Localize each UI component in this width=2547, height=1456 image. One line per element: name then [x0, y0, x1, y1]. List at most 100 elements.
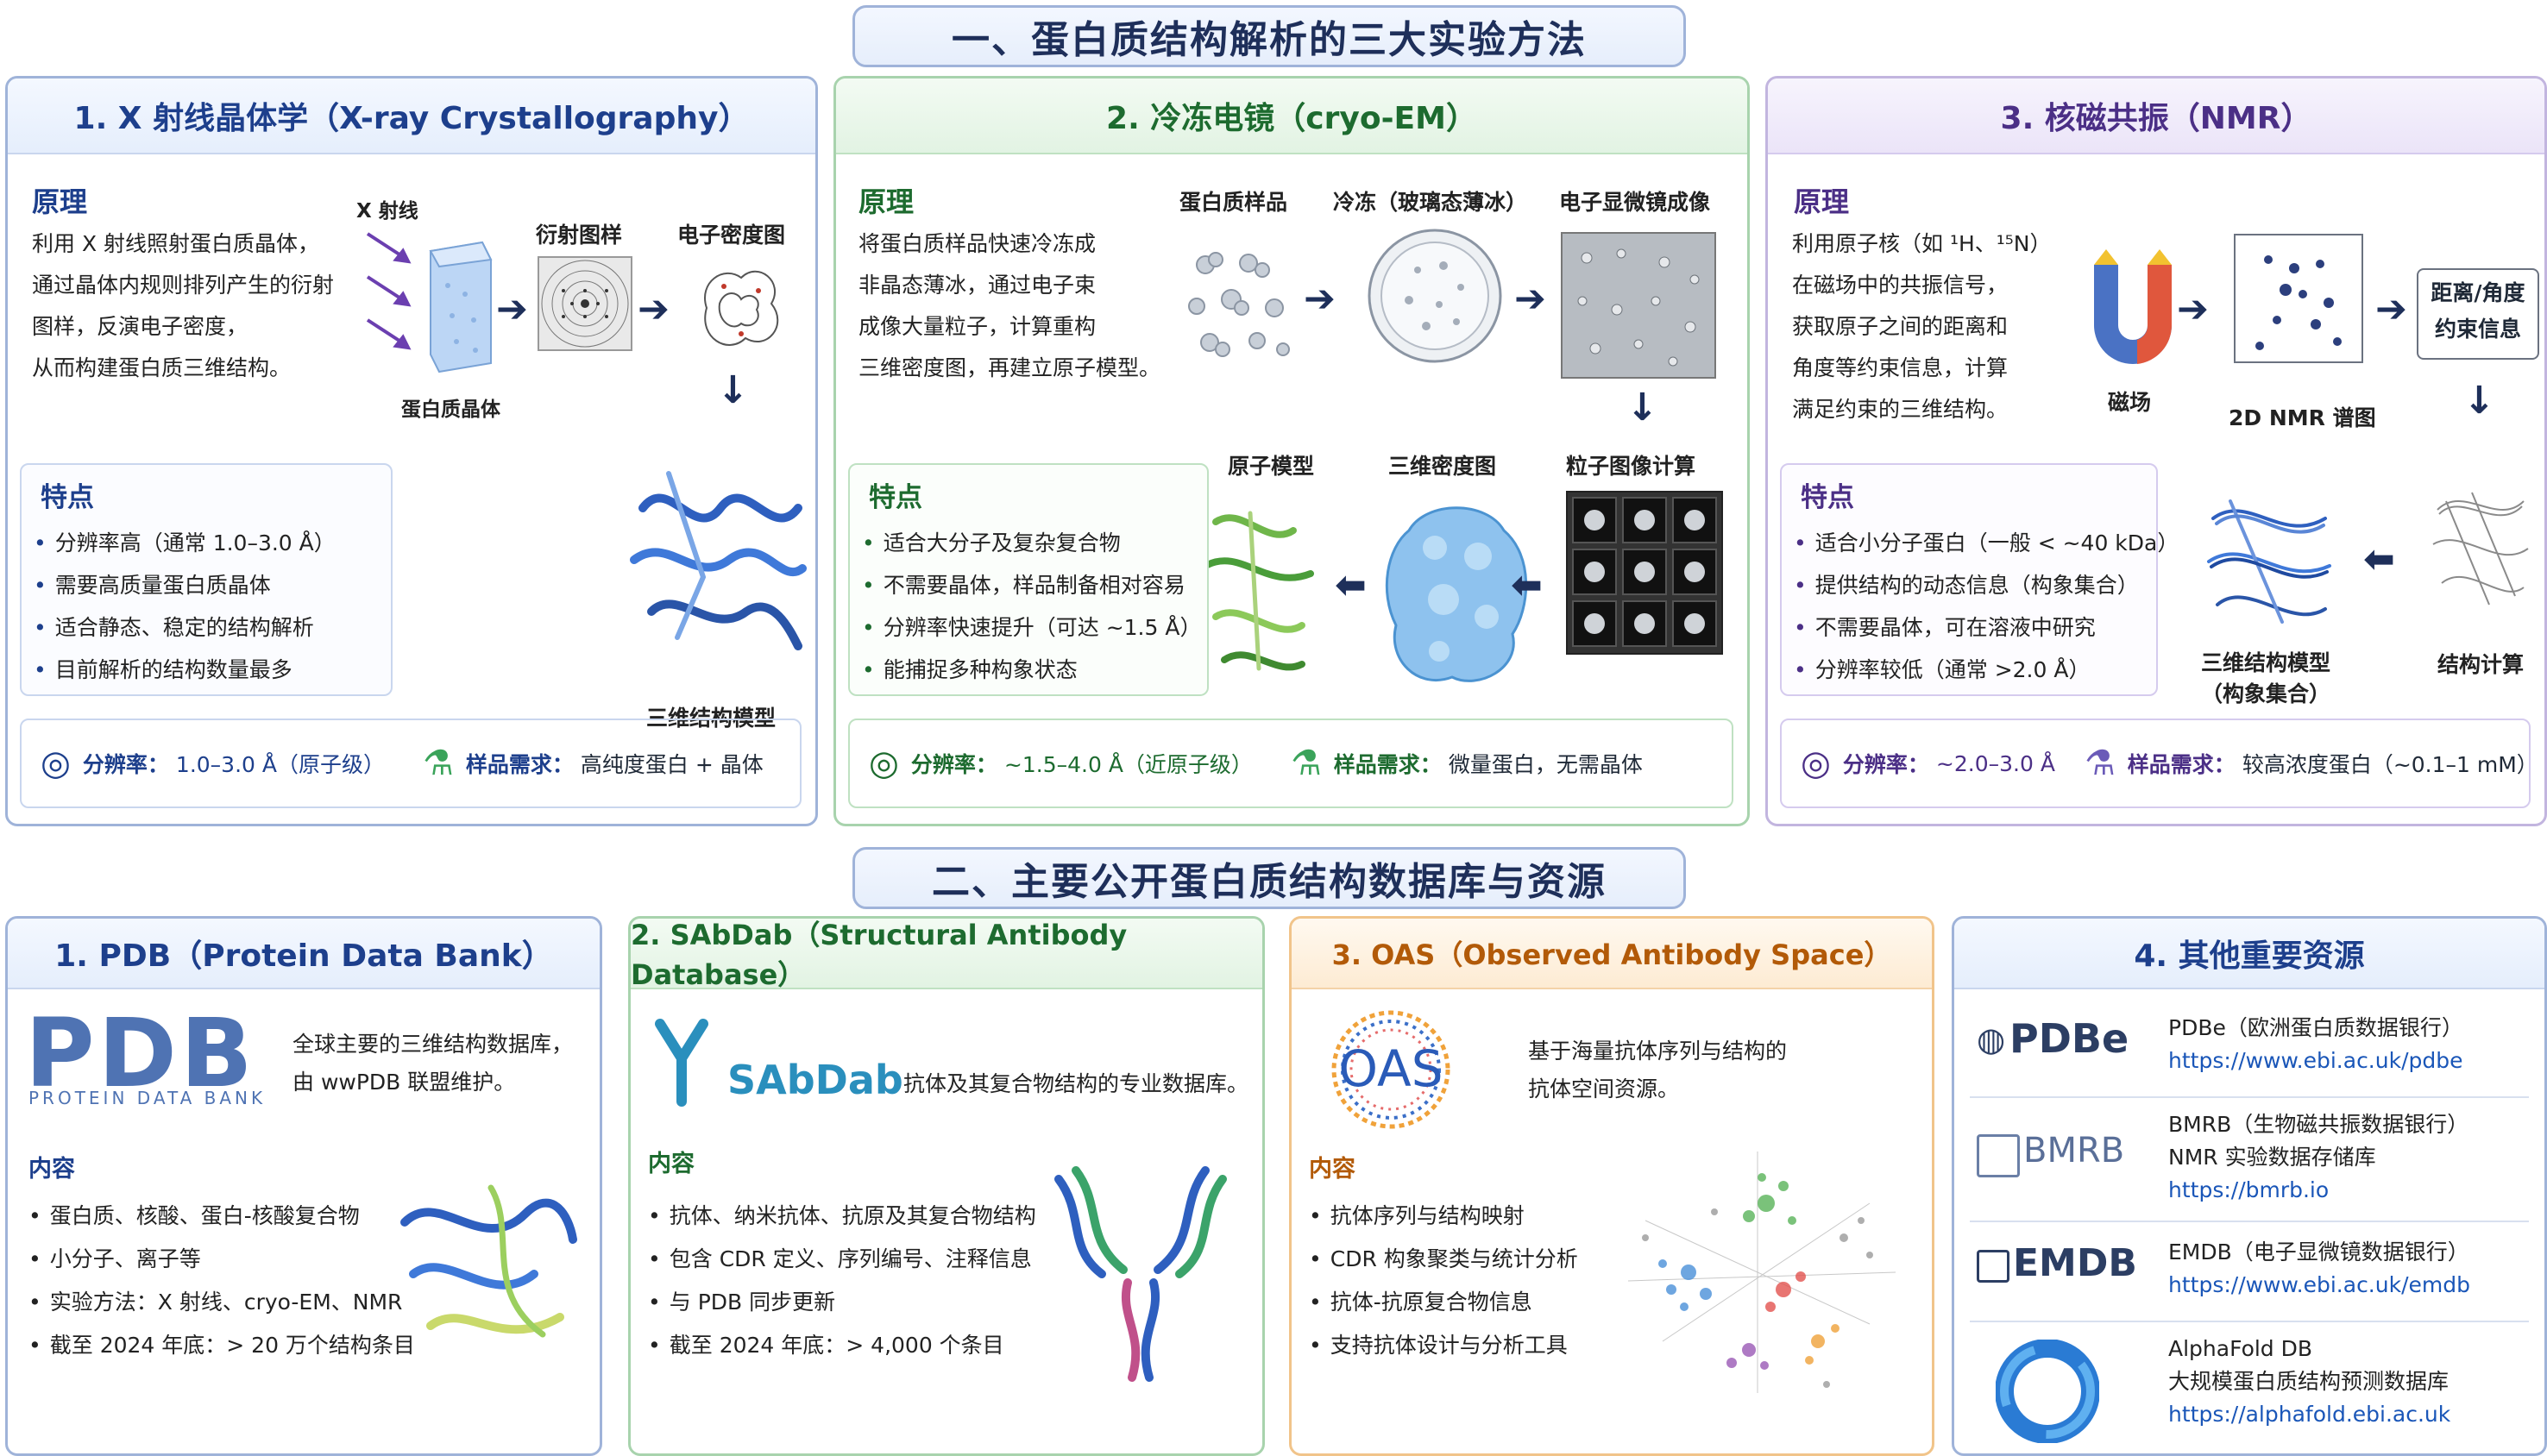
flask-icon: ⚗ [2084, 744, 2116, 783]
sample-key: 样品需求： [2127, 752, 2236, 777]
arrow-icon: ➔ [638, 287, 670, 331]
resolution-value: ~1.5–4.0 Å（近原子级） [1003, 752, 1253, 777]
alphafold-logo-icon [1996, 1340, 2099, 1443]
resolution-value: ~2.0–3.0 Å [1935, 750, 2055, 776]
list-item: 抗体-抗原复合物信息 [1309, 1281, 1578, 1324]
oas-logo-ring-icon [1331, 1010, 1450, 1129]
list-item: 适合大分子及复杂复合物 [862, 522, 1201, 564]
list-item: 与 PDB 同步更新 [648, 1281, 1036, 1324]
arrow-icon: ➔ [2375, 287, 2407, 331]
sabdab-desc: 抗体及其复合物结构的专业数据库。 [903, 1071, 1249, 1096]
particle-label: 粒子图像计算 [1566, 454, 1696, 479]
sabdab-title: 2. SAbDab（Structural Antibody Database） [631, 919, 1262, 991]
bmrb-logo-icon [1977, 1134, 2020, 1177]
list-item: 包含 CDR 定义、序列编号、注释信息 [648, 1238, 1036, 1281]
cryoem-principle-title: 原理 [858, 185, 915, 218]
list-item: 支持抗体设计与分析工具 [1309, 1324, 1578, 1367]
resource-row-pdbe[interactable]: ◍ PDBe PDBe（欧洲蛋白质数据银行） https://www.ebi.a… [1970, 1000, 2529, 1098]
sample-key: 样品需求： [465, 752, 574, 777]
spectrum-label: 2D NMR 谱图 [2229, 405, 2376, 430]
target-icon: ◎ [1801, 744, 1831, 783]
frozen-grid-icon [1368, 229, 1502, 363]
bmrb-name: BMRB（生物磁共振数据银行） [2168, 1112, 2469, 1137]
arrow-icon: ➔ [2177, 287, 2209, 331]
oas-desc: 基于海量抗体序列与结构的抗体空间资源。 [1528, 1039, 1788, 1101]
emdb-logo-icon [1977, 1250, 2009, 1283]
cryoem-card: 2. 冷冻电镜（cryo-EM） 原理 将蛋白质样品快速冷冻成非晶态薄冰，通过电… [833, 76, 1750, 826]
bmrb-link[interactable]: https://bmrb.io [2168, 1177, 2330, 1202]
list-item: 蛋白质、核酸、蛋白-核酸复合物 [28, 1195, 415, 1238]
crystal-icon [429, 241, 493, 373]
xray-card: 1. X 射线晶体学（X-ray Crystallography） 原理 利用 … [5, 76, 818, 826]
sabdab-logo: SAbDab [727, 1057, 903, 1103]
emdb-link[interactable]: https://www.ebi.ac.uk/emdb [2168, 1272, 2470, 1297]
sample-value: 较高浓度蛋白（~0.1–1 mM） [2242, 752, 2538, 777]
section1-title: 一、蛋白质结构解析的三大实验方法 [952, 18, 1587, 62]
density-label: 电子密度图 [677, 223, 786, 248]
crystal-label: 蛋白质晶体 [401, 399, 500, 421]
sabdab-list: 抗体、纳米抗体、抗原及其复合物结构 包含 CDR 定义、序列编号、注释信息 与 … [648, 1195, 1036, 1367]
xray-features-title: 特点 [41, 482, 94, 513]
pdb-title: 1. PDB（Protein Data Bank） [8, 919, 600, 989]
pdb-list: 蛋白质、核酸、蛋白-核酸复合物 小分子、离子等 实验方法：X 射线、cryo-E… [28, 1195, 415, 1367]
pdb-logo: PDB [25, 998, 256, 1108]
resource-row-alphafold[interactable]: AlphaFold DB 大规模蛋白质结构预测数据库 https://alpha… [1970, 1324, 2529, 1445]
list-item: 分辨率高（通常 1.0–3.0 Å） [34, 522, 336, 564]
atom-model-icon [1204, 511, 1314, 671]
arrow-left-icon: ⬅ [1511, 563, 1543, 607]
alphafold-desc: 大规模蛋白质结构预测数据库 [2168, 1369, 2450, 1394]
nmr-ensemble-icon [2207, 499, 2331, 624]
target-icon: ◎ [869, 744, 899, 783]
cryoem-features-box: 特点 适合大分子及复杂复合物 不需要晶体，样品制备相对容易 分辨率快速提升（可达… [848, 463, 1209, 696]
alphafold-link[interactable]: https://alphafold.ebi.ac.uk [2168, 1402, 2451, 1427]
list-item: 实验方法：X 射线、cryo-EM、NMR [28, 1281, 415, 1324]
magnet-label: 磁场 [2108, 390, 2152, 415]
protein-sample-icon [1188, 252, 1290, 357]
resources-card: 4. 其他重要资源 ◍ PDBe PDBe（欧洲蛋白质数据银行） https:/… [1952, 916, 2547, 1456]
arrow-left-icon: ⬅ [2363, 537, 2395, 581]
pdb-desc: 全球主要的三维结构数据库，由 wwPDB 联盟维护。 [292, 1032, 574, 1095]
resource-row-bmrb[interactable]: BMRB BMRB（生物磁共振数据银行） NMR 实验数据存储库 https:/… [1970, 1100, 2529, 1222]
sabdab-card: 2. SAbDab（Structural Antibody Database） … [628, 916, 1265, 1456]
antibody-structure-icon [1054, 1166, 1227, 1382]
resolution-key: 分辨率： [82, 752, 169, 777]
pdbe-link[interactable]: https://www.ebi.ac.uk/pdbe [2168, 1048, 2463, 1073]
oas-list: 抗体序列与结构映射 CDR 构象聚类与统计分析 抗体-抗原复合物信息 支持抗体设… [1309, 1195, 1578, 1367]
list-item: 能捕捉多种构象状态 [862, 649, 1201, 691]
sample-key: 样品需求： [1333, 752, 1442, 777]
flask-icon: ⚗ [1290, 744, 1322, 783]
em-label: 电子显微镜成像 [1559, 190, 1711, 215]
nmr-card: 3. 核磁共振（NMR） 原理 利用原子核（如 ¹H、¹⁵N）在磁场中的共振信号… [1765, 76, 2547, 826]
pdb-logo-sub: PROTEIN DATA BANK [28, 1088, 267, 1108]
arrow-down-icon: ↓ [2463, 379, 2495, 423]
nmr-title: 3. 核磁共振（NMR） [1768, 78, 2544, 154]
section2-title: 二、主要公开蛋白质结构数据库与资源 [932, 860, 1607, 904]
protein-ribbon-icon [630, 471, 807, 650]
pdbe-globe-icon: ◍ [1977, 1020, 2006, 1058]
calc-label: 结构计算 [2437, 652, 2525, 677]
arrow-icon: ➔ [1514, 277, 1546, 321]
oas-title: 3. OAS（Observed Antibody Space） [1292, 919, 1932, 989]
list-item: CDR 构象聚类与统计分析 [1309, 1238, 1578, 1281]
antibody-space-cluster-icon [1627, 1152, 1896, 1393]
resource-row-emdb[interactable]: EMDB EMDB（电子显微镜数据银行） https://www.ebi.ac.… [1970, 1224, 2529, 1322]
section1-banner: 一、蛋白质结构解析的三大实验方法 [852, 5, 1686, 67]
nmr-features-box: 特点 适合小分子蛋白（一般 < ~40 kDa） 提供结构的动态信息（构象集合）… [1780, 463, 2179, 696]
nmr-principle-text: 利用原子核（如 ¹H、¹⁵N）在磁场中的共振信号， 获取原子之间的距离和角度等约… [1792, 231, 2052, 422]
emdb-name: EMDB（电子显微镜数据银行） [2168, 1239, 2469, 1265]
pdb-content-title: 内容 [28, 1156, 75, 1183]
cryoem-principle-text: 将蛋白质样品快速冷冻成非晶态薄冰，通过电子束 成像大量粒子，计算重构三维密度图，… [858, 231, 1161, 380]
bmrb-desc: NMR 实验数据存储库 [2168, 1145, 2376, 1170]
bmrb-logo: BMRB [2023, 1131, 2125, 1170]
micrograph-icon [1561, 232, 1716, 379]
arrow-down-icon: ↓ [1626, 386, 1658, 430]
magnet-icon [2094, 249, 2173, 364]
diffraction-pattern-icon [538, 256, 632, 351]
list-item: 目前解析的结构数量最多 [34, 649, 336, 691]
xray-features-box: 特点 分辨率高（通常 1.0–3.0 Å） 需要高质量蛋白质晶体 适合静态、稳定… [20, 463, 393, 696]
pdbe-logo: PDBe [2009, 1015, 2129, 1062]
list-item: 抗体序列与结构映射 [1309, 1195, 1578, 1238]
sample-value: 高纯度蛋白 + 晶体 [580, 752, 764, 777]
resolution-key: 分辨率： [910, 752, 997, 777]
list-item: 抗体、纳米抗体、抗原及其复合物结构 [648, 1195, 1036, 1238]
